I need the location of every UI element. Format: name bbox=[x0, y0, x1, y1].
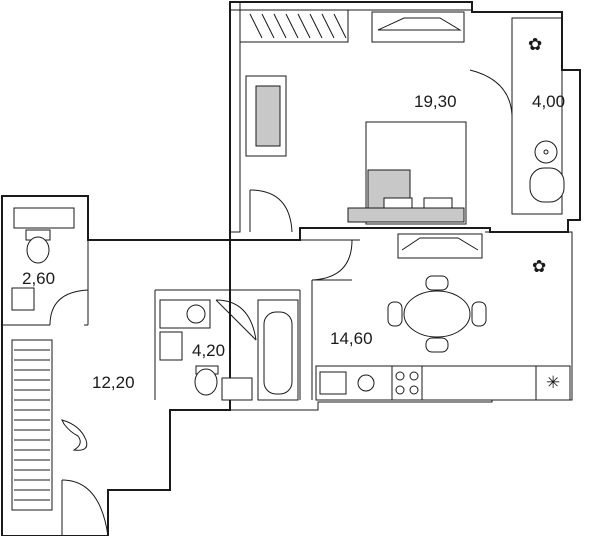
burner bbox=[395, 371, 405, 381]
toilet-shelf bbox=[13, 207, 75, 229]
bath-cabinet bbox=[159, 331, 183, 361]
balcony-table-dot bbox=[543, 149, 549, 155]
kitchen-sink-drain bbox=[357, 374, 375, 392]
outer-wall bbox=[1, 1, 581, 536]
inner-walls bbox=[2, 239, 360, 400]
plant-icon: ✿ bbox=[532, 257, 546, 276]
fridge-icon: ✳ bbox=[546, 373, 560, 392]
entrance-door-arc bbox=[61, 479, 109, 536]
toilet-door-arc bbox=[49, 289, 89, 326]
balcony-table bbox=[534, 140, 558, 164]
toilet-sink bbox=[11, 287, 35, 311]
hall-door-arc bbox=[249, 189, 293, 233]
wardrobe bbox=[239, 9, 349, 43]
chair-bottom bbox=[425, 337, 449, 353]
bathtub bbox=[257, 299, 299, 401]
washing-machine-drum bbox=[186, 304, 206, 324]
washing-machine bbox=[159, 299, 211, 329]
chair-top bbox=[425, 275, 449, 291]
bathtub-inner bbox=[263, 311, 293, 395]
balcony-door-arc bbox=[469, 69, 513, 116]
outer-wall-right bbox=[170, 231, 573, 411]
kitchen-sink bbox=[319, 371, 347, 395]
kitchen-door-arc bbox=[311, 239, 353, 281]
plant-icon: ✿ bbox=[528, 35, 542, 54]
stove bbox=[391, 365, 423, 401]
bath-door-arc bbox=[215, 299, 257, 341]
hall-wardrobe-pattern bbox=[14, 349, 50, 501]
bedroom-wall-top bbox=[229, 1, 473, 11]
burner bbox=[409, 371, 419, 381]
toilet-bowl bbox=[26, 236, 50, 264]
cat-icon bbox=[61, 419, 88, 451]
hall-wardrobe bbox=[11, 339, 53, 511]
balcony-area bbox=[511, 17, 563, 215]
bath-sink bbox=[221, 377, 253, 401]
balcony-area-label: 4,00 bbox=[532, 92, 565, 111]
balcony-chair bbox=[529, 167, 565, 203]
bath-toilet bbox=[194, 368, 218, 396]
kitchen-area-label: 14,60 bbox=[330, 329, 373, 348]
bedroom-area-label: 19,30 bbox=[414, 92, 457, 111]
chair-right bbox=[471, 301, 487, 327]
tv-unit bbox=[371, 11, 465, 43]
toilet-area-label: 2,60 bbox=[22, 269, 55, 288]
kitchen-counter bbox=[315, 365, 571, 401]
chair-left bbox=[387, 301, 403, 327]
tv-unit-lines bbox=[377, 17, 462, 31]
bathroom-area-label: 4,20 bbox=[192, 341, 225, 360]
burner bbox=[409, 385, 419, 395]
bath-door bbox=[215, 299, 257, 341]
dining-table bbox=[403, 290, 471, 338]
sofa-seat bbox=[255, 85, 281, 147]
burner bbox=[395, 385, 405, 395]
wardrobe-pattern bbox=[249, 13, 347, 39]
hall-area-label: 12,20 bbox=[92, 373, 135, 392]
bedside-table bbox=[347, 207, 465, 223]
fridge bbox=[535, 365, 571, 401]
kitchen-hood-lines bbox=[401, 237, 479, 251]
